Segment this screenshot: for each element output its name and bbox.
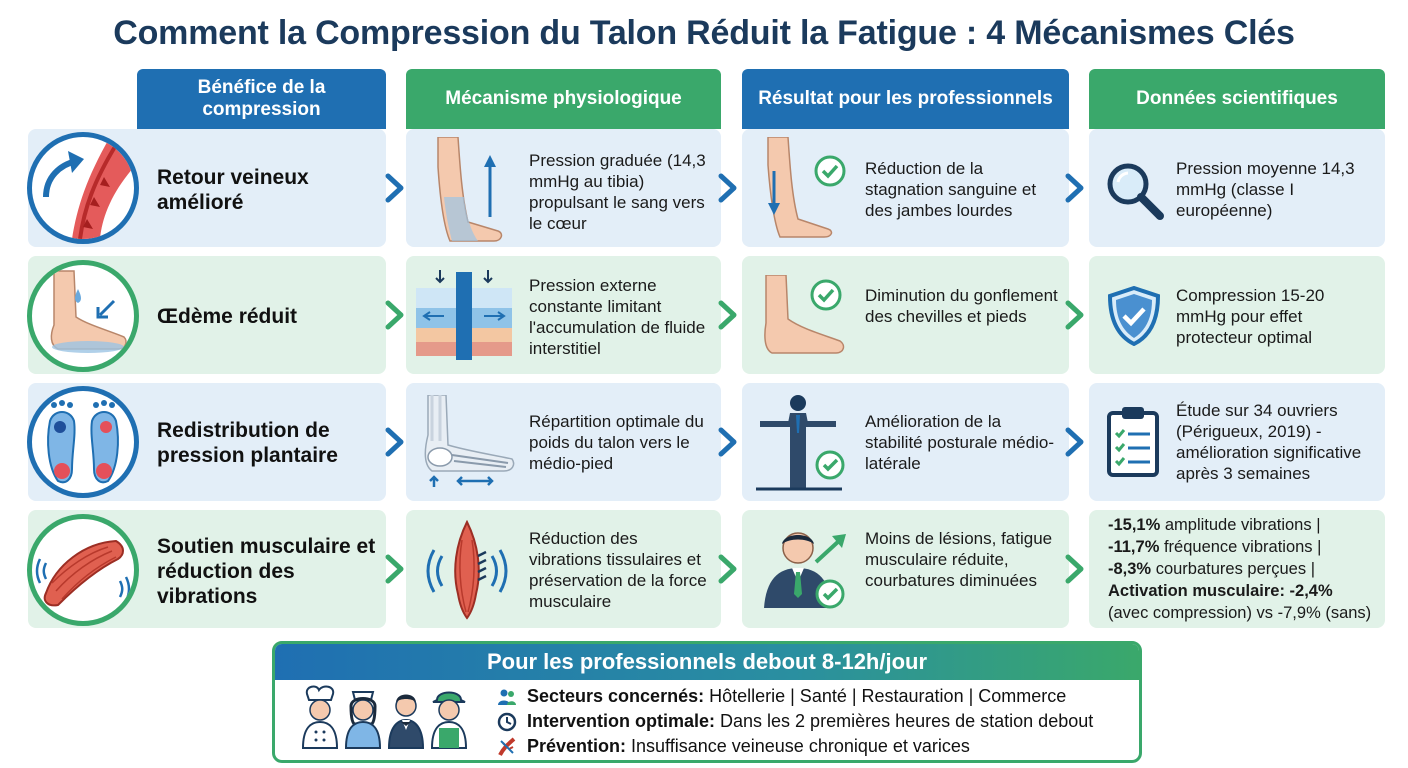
foot-bones-icon: [418, 394, 518, 496]
magnifier-icon: [1104, 160, 1166, 227]
people-icon: [498, 689, 516, 705]
foot-check-icon: [762, 274, 852, 362]
prevention-line: Prévention: Insuffisance veineuse chroni…: [527, 736, 970, 756]
chevron-right-icon: [385, 173, 404, 203]
professionals-group-icon: [301, 684, 477, 755]
benefit-label: Retour veineux amélioré: [157, 166, 309, 214]
intervention-line: Intervention optimale: Dans les 2 premiè…: [527, 711, 1094, 731]
data-line: -15,1% amplitude vibrations |: [1108, 516, 1321, 534]
column-header-data: Données scientifiques: [1089, 69, 1385, 129]
data-line: -8,3% courbatures perçues |: [1108, 560, 1315, 578]
chevron-right-icon: [385, 427, 404, 457]
muscle-icon: [27, 514, 139, 626]
vein-flow-icon: [27, 132, 139, 244]
leg-check-icon: [760, 136, 850, 244]
plantar-pressure-icon: [27, 386, 139, 498]
leg-icon: [428, 136, 508, 248]
result-text: Amélioration de la stabilité posturale m…: [865, 412, 1054, 473]
data-line: -11,7% fréquence vibrations |: [1108, 538, 1322, 556]
result-text: Réduction de la stagnation sanguine et d…: [865, 159, 1037, 220]
data-text: Pression moyenne 14,3 mmHg (classe I eur…: [1176, 159, 1355, 220]
column-header-mechanism: Mécanisme physiologique: [406, 69, 721, 129]
chevron-right-icon: [718, 300, 737, 330]
mechanism-text: Répartition optimale du poids du talon v…: [529, 412, 704, 473]
result-text: Diminution du gonflement des chevilles e…: [865, 286, 1058, 326]
chevron-right-icon: [1065, 427, 1084, 457]
data-text: Étude sur 34 ouvriers (Périgueux, 2019) …: [1176, 401, 1362, 483]
mechanism-text: Réduction des vibrations tissulaires et …: [529, 529, 707, 611]
clock-icon: [497, 712, 517, 732]
column-header-benefit: Bénéfice de la compression: [137, 69, 386, 129]
chevron-right-icon: [718, 173, 737, 203]
swollen-foot-icon: [27, 260, 139, 372]
data-card: [1089, 510, 1385, 628]
chevron-right-icon: [385, 554, 404, 584]
result-card: [742, 256, 1069, 374]
balance-person-icon: [756, 393, 852, 498]
bottom-title: Pour les professionnels debout 8-12h/jou…: [275, 644, 1139, 680]
mechanism-text: Pression graduée (14,3 mmHg au tibia) pr…: [529, 151, 706, 233]
bottom-summary-box: Pour les professionnels debout 8-12h/jou…: [272, 641, 1142, 763]
page-title: Comment la Compression du Talon Réduit l…: [113, 14, 1295, 52]
chevron-right-icon: [1065, 300, 1084, 330]
chevron-right-icon: [385, 300, 404, 330]
clipboard-icon: [1106, 405, 1160, 482]
data-line: Activation musculaire: -2,4%: [1108, 582, 1333, 600]
vein-icon: [498, 737, 516, 756]
chevron-right-icon: [718, 427, 737, 457]
data-text: -15,1% amplitude vibrations | -11,7% fré…: [1108, 514, 1383, 624]
tissue-pressure-icon: [416, 268, 512, 367]
chevron-right-icon: [1065, 554, 1084, 584]
worker-check-icon: [760, 528, 854, 615]
muscle-vibration-icon: [420, 519, 514, 625]
mechanism-text: Pression externe constante limitant l'ac…: [529, 276, 706, 358]
column-header-result: Résultat pour les professionnels: [742, 69, 1069, 129]
data-text: Compression 15-20 mmHg pour effet protec…: [1176, 286, 1325, 347]
data-line: (avec compression) vs -7,9% (sans): [1108, 604, 1372, 622]
sectors-line: Secteurs concernés: Hôtellerie | Santé |…: [527, 686, 1067, 706]
benefit-label: Redistribution de pression plantaire: [157, 419, 338, 467]
result-text: Moins de lésions, fatigue musculaire réd…: [865, 529, 1053, 590]
benefit-label: Soutien musculaire et réduction des vibr…: [157, 535, 376, 608]
chevron-right-icon: [718, 554, 737, 584]
chevron-right-icon: [1065, 173, 1084, 203]
benefit-label: Œdème réduit: [157, 305, 298, 328]
shield-check-icon: [1107, 285, 1161, 351]
